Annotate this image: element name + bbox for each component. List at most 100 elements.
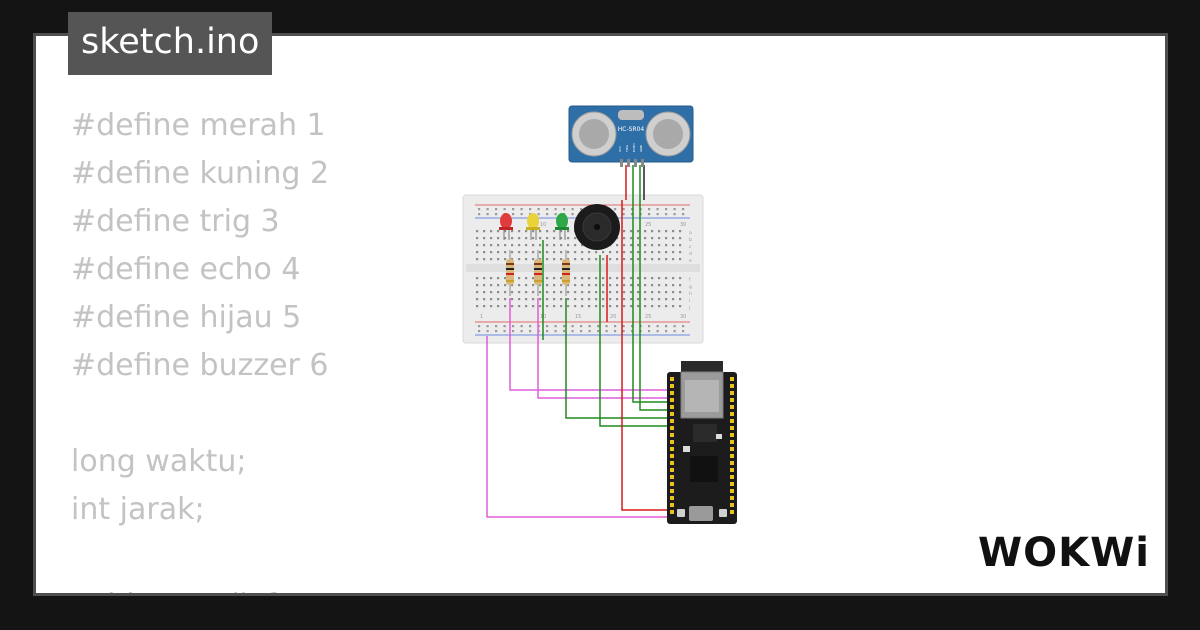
breadboard-hole (563, 325, 566, 328)
breadboard-hole (623, 298, 626, 301)
col-number: 15 (575, 314, 581, 320)
breadboard-hole (518, 277, 521, 280)
breadboard-hole (560, 230, 563, 233)
breadboard-hole (486, 208, 489, 211)
breadboard-hole (658, 277, 661, 280)
breadboard-hole (580, 325, 583, 328)
breadboard-hole (497, 284, 500, 287)
breadboard-hole (679, 298, 682, 301)
breadboard-hole (539, 244, 542, 247)
breadboard-hole (560, 237, 563, 240)
breadboard-hole (656, 208, 659, 211)
sensor-label: HC-SR04 (618, 126, 645, 133)
breadboard-hole (483, 237, 486, 240)
breadboard-hole (553, 230, 556, 233)
header-pin (730, 426, 734, 430)
breadboard-hole (478, 208, 481, 211)
header-pin (670, 398, 674, 402)
breadboard-hole (658, 230, 661, 233)
breadboard-hole (623, 258, 626, 261)
breadboard-hole (476, 284, 479, 287)
header-pin (730, 419, 734, 423)
breadboard-hole (546, 230, 549, 233)
breadboard-hole (644, 258, 647, 261)
breadboard-hole (588, 298, 591, 301)
header-pin (730, 475, 734, 479)
breadboard-hole (656, 330, 659, 333)
filename-tab: sketch.ino (68, 12, 273, 75)
wire-pink (486, 336, 668, 518)
header-pin (670, 510, 674, 514)
breadboard-hole (495, 330, 498, 333)
breadboard-hole (476, 298, 479, 301)
breadboard-hole (490, 237, 493, 240)
breadboard-hole (518, 298, 521, 301)
header-pin (730, 461, 734, 465)
breadboard-hole (497, 305, 500, 308)
breadboard-hole (637, 251, 640, 254)
breadboard-hole (539, 305, 542, 308)
breadboard-hole (609, 258, 612, 261)
breadboard-hole (682, 213, 685, 216)
breadboard-hole (490, 305, 493, 308)
breadboard-hole (665, 230, 668, 233)
row-letter: d (689, 251, 692, 257)
breadboard-hole (658, 298, 661, 301)
breadboard-hole (614, 208, 617, 211)
breadboard-hole (525, 305, 528, 308)
breadboard-hole (504, 230, 507, 233)
breadboard-hole (588, 251, 591, 254)
wire-green (565, 298, 668, 419)
col-number: 25 (645, 222, 651, 228)
breadboard-hole (595, 298, 598, 301)
breadboard-hole (665, 284, 668, 287)
breadboard-hole (560, 284, 563, 287)
breadboard-hole (520, 325, 523, 328)
breadboard-hole (581, 298, 584, 301)
breadboard-hole (574, 244, 577, 247)
breadboard-hole (630, 298, 633, 301)
breadboard-hole (532, 284, 535, 287)
row-letter: h (689, 291, 692, 297)
col-number: 10 (540, 222, 546, 228)
wires (486, 165, 668, 518)
code-line: #define hijau 5 (71, 300, 302, 335)
breadboard-hole (546, 284, 549, 287)
breadboard-hole (546, 277, 549, 280)
breadboard-hole (546, 213, 549, 216)
wire-green (599, 255, 668, 427)
breadboard-hole (656, 325, 659, 328)
breadboard-hole (622, 330, 625, 333)
breadboard-hole (644, 305, 647, 308)
breadboard-hole (672, 305, 675, 308)
breadboard-hole (546, 208, 549, 211)
breadboard-hole (529, 208, 532, 211)
breadboard-hole (672, 291, 675, 294)
breadboard-hole (560, 277, 563, 280)
breadboard-hole (631, 213, 634, 216)
breadboard-hole (644, 230, 647, 233)
breadboard-hole (673, 325, 676, 328)
breadboard-hole (665, 208, 668, 211)
breadboard-hole (630, 284, 633, 287)
breadboard-hole (602, 298, 605, 301)
breadboard-hole (609, 284, 612, 287)
breadboard-hole (554, 325, 557, 328)
breadboard-hole (571, 213, 574, 216)
breadboard-hole (673, 213, 676, 216)
breadboard-hole (539, 284, 542, 287)
breadboard-hole (631, 208, 634, 211)
breadboard-hole (529, 330, 532, 333)
breadboard-hole (497, 291, 500, 294)
breadboard-hole (658, 291, 661, 294)
breadboard-hole (476, 244, 479, 247)
breadboard-hole (525, 230, 528, 233)
breadboard-hole (520, 213, 523, 216)
breadboard-hole (567, 284, 570, 287)
breadboard-hole (490, 284, 493, 287)
breadboard-hole (518, 251, 521, 254)
breadboard-hole (623, 305, 626, 308)
breadboard-hole (622, 213, 625, 216)
col-number: 30 (680, 222, 686, 228)
breadboard-hole (588, 305, 591, 308)
